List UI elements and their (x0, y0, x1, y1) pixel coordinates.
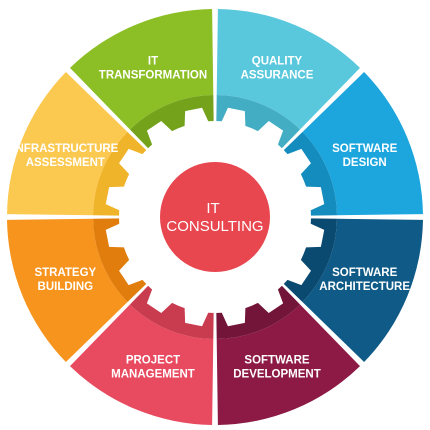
segment-infrastructure-assessment-outer (7, 71, 128, 216)
segment-it-transformation-label-line-2: TRANSFORMATION (99, 69, 207, 81)
segment-software-architecture-outer (302, 218, 423, 363)
segment-software-architecture-label-line-2: ARCHITECTURE (319, 281, 410, 293)
segment-quality-assurance-label-line-1: QUALITY (252, 55, 303, 67)
segment-quality-assurance-label-line-2: ASSURANCE (241, 69, 314, 81)
segment-project-management-label: PROJECT MANAGEMENT (111, 355, 195, 381)
segment-software-design-label-line-2: DESIGN (343, 157, 387, 169)
segment-infrastructure-assessment-label-line-1: INFRASTRUCTURE (12, 143, 118, 155)
segment-quality-assurance-outer (216, 9, 361, 130)
center-circle (160, 162, 270, 272)
segment-infrastructure-assessment-label-line-2: ASSESSMENT (26, 157, 105, 169)
segment-software-development-label-line-2: DEVELOPMENT (233, 369, 321, 381)
segment-software-development-label-line-1: SOFTWARE (244, 355, 309, 367)
center-label: IT CONSULTING (166, 200, 263, 235)
center-label-line-2: CONSULTING (166, 218, 263, 235)
segment-software-design-label-line-1: SOFTWARE (332, 143, 397, 155)
center-label-line-1: IT (206, 200, 219, 217)
segment-software-design-outer (302, 71, 423, 216)
segment-software-development-outer (216, 304, 361, 425)
segment-software-design: SOFTWARE DESIGN (283, 71, 423, 216)
segment-software-design-label: SOFTWARE DESIGN (332, 143, 397, 169)
segment-it-transformation-outer (69, 9, 214, 130)
segment-strategy-building-label-line-1: STRATEGY (34, 267, 96, 279)
segment-it-transformation-label: IT TRANSFORMATION (99, 55, 207, 81)
segment-it-transformation-label-line-1: IT (148, 55, 158, 67)
segment-project-management-outer (69, 304, 214, 425)
segment-strategy-building-label-line-2: BUILDING (38, 281, 94, 293)
segment-software-architecture-label-line-1: SOFTWARE (332, 267, 397, 279)
segment-strategy-building-outer (7, 218, 128, 363)
segment-software-development-label: SOFTWARE DEVELOPMENT (233, 355, 321, 381)
segment-software-architecture-label: SOFTWARE ARCHITECTURE (319, 267, 410, 293)
segment-infrastructure-assessment-label: INFRASTRUCTURE ASSESSMENT (12, 143, 118, 169)
segment-project-management-label-line-1: PROJECT (126, 355, 180, 367)
segment-quality-assurance-label: QUALITY ASSURANCE (241, 55, 314, 81)
center-hub: IT CONSULTING (160, 162, 270, 272)
segment-project-management-label-line-2: MANAGEMENT (111, 369, 195, 381)
segment-strategy-building-label: STRATEGY BUILDING (34, 267, 96, 293)
